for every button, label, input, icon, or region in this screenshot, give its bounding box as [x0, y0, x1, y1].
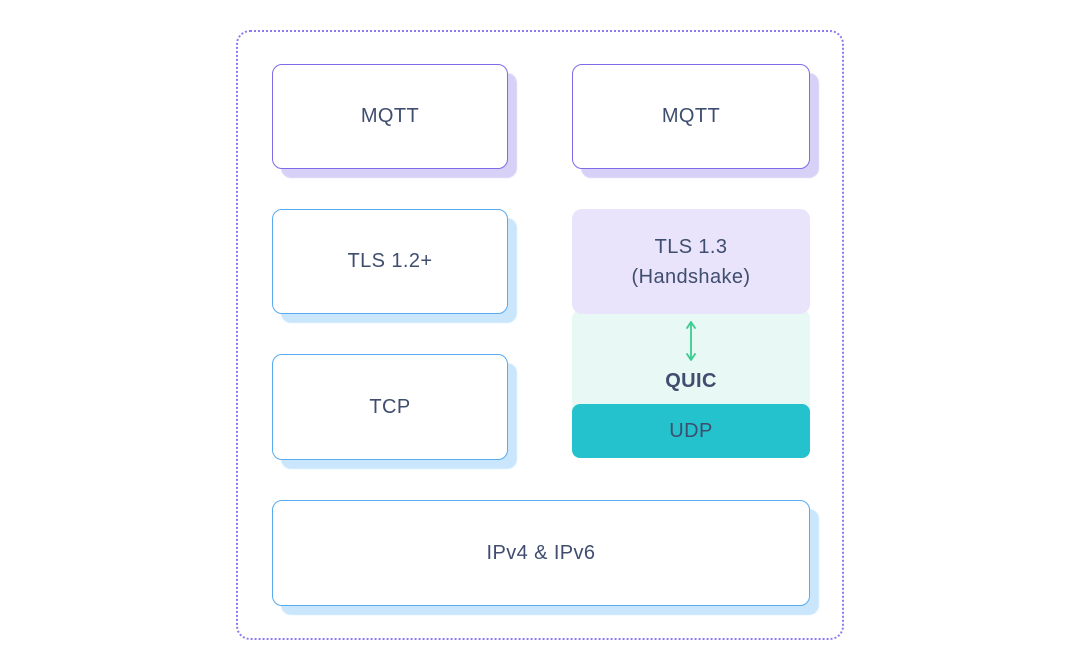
tls13-label-line1: TLS 1.3 [654, 235, 728, 258]
box-tls13-handshake: TLS 1.3 (Handshake) [572, 209, 810, 314]
box-tls12: TLS 1.2+ [272, 209, 508, 314]
box-tcp: TCP [272, 354, 508, 460]
box-ipv4-ipv6: IPv4 & IPv6 [272, 500, 810, 606]
tls13-label-line2: (Handshake) [631, 265, 751, 288]
box-mqtt-right: MQTT [572, 64, 810, 169]
mqtt-left-label: MQTT [360, 105, 420, 127]
box-udp: UDP [572, 404, 810, 458]
box-mqtt-left: MQTT [272, 64, 508, 169]
quic-region: QUIC UDP [572, 310, 810, 458]
udp-label: UDP [669, 419, 713, 442]
quic-label: QUIC [665, 370, 717, 392]
tcp-label: TCP [369, 395, 411, 418]
mqtt-right-label: MQTT [661, 105, 721, 127]
protocol-stack-diagram: MQTT TLS 1.2+ TCP MQTT TLS 1.3 (Handshak… [236, 30, 844, 640]
ip-label: IPv4 & IPv6 [486, 541, 596, 564]
bidirectional-arrow-icon [683, 318, 699, 364]
tls12-label: TLS 1.2+ [347, 250, 433, 272]
